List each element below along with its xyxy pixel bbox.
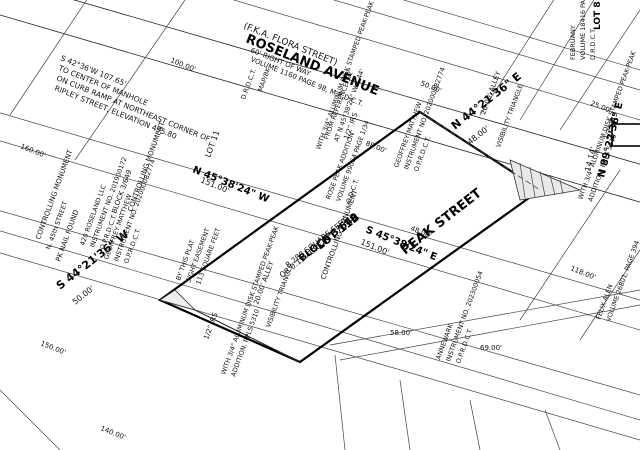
dim-100: 100.00'	[169, 56, 197, 73]
svg-text:FEBRUANY: FEBRUANY	[569, 25, 577, 60]
dim-69: 69.00'	[480, 344, 502, 352]
dim-140: 140.00'	[99, 424, 127, 441]
corner-detail-box	[611, 123, 640, 147]
svg-text:VOLUME 26801, PAGE 394: VOLUME 26801, PAGE 394	[604, 240, 640, 323]
benchmark-line-3: ON CURB RAMP AT NORTHEAST CORNER OF	[55, 74, 211, 144]
dim-88: 88.00'	[364, 139, 387, 155]
dim-150: 150.00'	[39, 339, 67, 356]
svg-text:WITH 3/4" ALUMINUM DISK STAMPE: WITH 3/4" ALUMINUM DISK STAMPED PEAK-PEA…	[576, 49, 638, 200]
lot-8-label: LOT 8	[593, 1, 603, 30]
bearing-south-bottom-distance: 50.00'	[71, 284, 96, 307]
owner-block-northeast: FEBRUANY VOLUME 18416 PAGE 480 D.R.D.C.T…	[569, 0, 597, 60]
svg-text:VOLUME 18416 PAGE 480: VOLUME 18416 PAGE 480	[579, 0, 587, 60]
svg-text:D.R.D.C.T.: D.R.D.C.T.	[239, 68, 258, 101]
svg-text:MAP/BK: MAP/BK	[256, 66, 272, 93]
dim-118: 118.00'	[569, 264, 597, 281]
visibility-triangle	[419, 111, 582, 201]
sight-easement-triangle	[159, 289, 197, 311]
dim-160: 160.00'	[19, 142, 47, 159]
svg-text:WITH 3/4" ALUMINUM DISK STAMPE: WITH 3/4" ALUMINUM DISK STAMPED PEAK-PEA…	[219, 224, 281, 375]
svg-text:D.R.D.C.T.: D.R.D.C.T.	[589, 28, 597, 60]
dim-58: 58.00'	[390, 329, 412, 337]
bearing-north-top-distance: 48.00'	[466, 124, 491, 147]
owner-block-southeast: ANNEWARK INSTRUMENT NO. 202300054 O.P.R.…	[434, 240, 640, 365]
